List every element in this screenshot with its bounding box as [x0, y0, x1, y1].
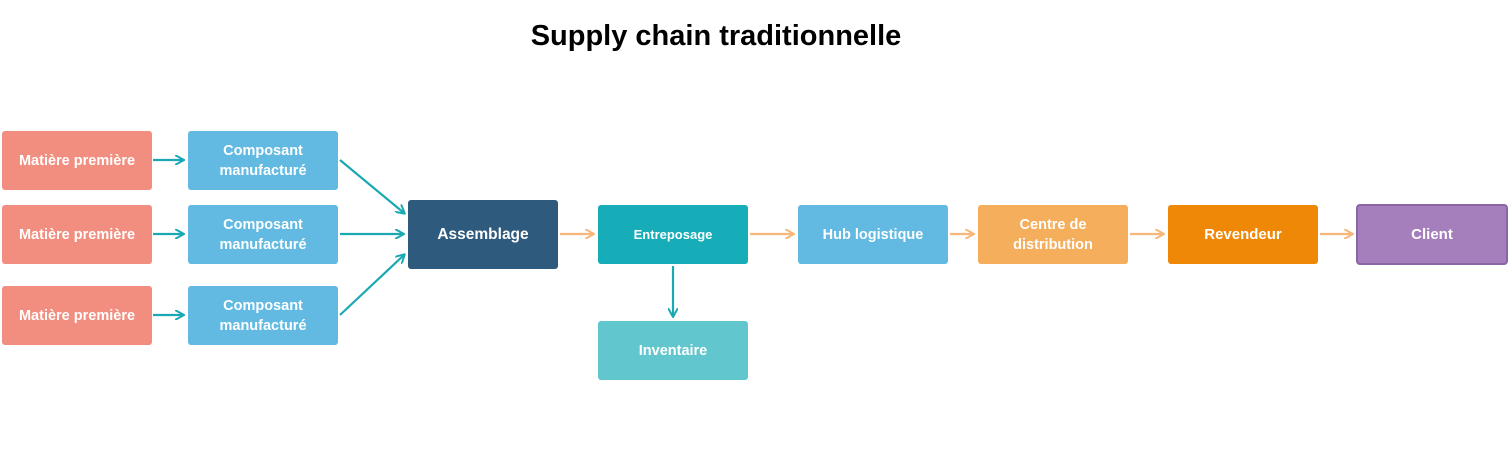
raw-material-node-2: Matière première	[2, 205, 152, 264]
arrow-component-1-to-assembly	[339, 159, 404, 213]
raw-material-node-1: Matière première	[2, 131, 152, 190]
assembly-node: Assemblage	[408, 200, 558, 269]
inventory-node: Inventaire	[598, 321, 748, 380]
logistics-hub-node: Hub logistique	[798, 205, 948, 264]
warehousing-node: Entreposage	[598, 205, 748, 264]
distribution-center-node: Centre de distribution	[978, 205, 1128, 264]
arrow-component-3-to-assembly	[339, 255, 404, 316]
component-node-3: Composant manufacturé	[188, 286, 338, 345]
raw-material-node-3: Matière première	[2, 286, 152, 345]
component-node-2: Composant manufacturé	[188, 205, 338, 264]
component-node-1: Composant manufacturé	[188, 131, 338, 190]
retailer-node: Revendeur	[1168, 205, 1318, 264]
client-node: Client	[1356, 204, 1508, 265]
diagram-title: Supply chain traditionnelle	[530, 20, 902, 52]
